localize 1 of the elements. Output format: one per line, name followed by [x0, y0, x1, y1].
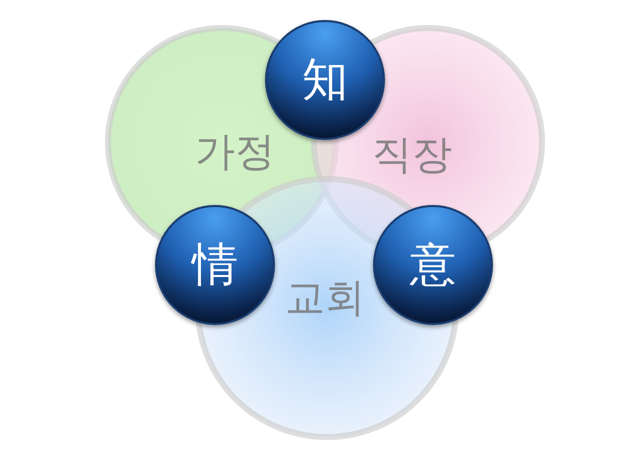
circle-label: 교회 — [285, 278, 365, 318]
